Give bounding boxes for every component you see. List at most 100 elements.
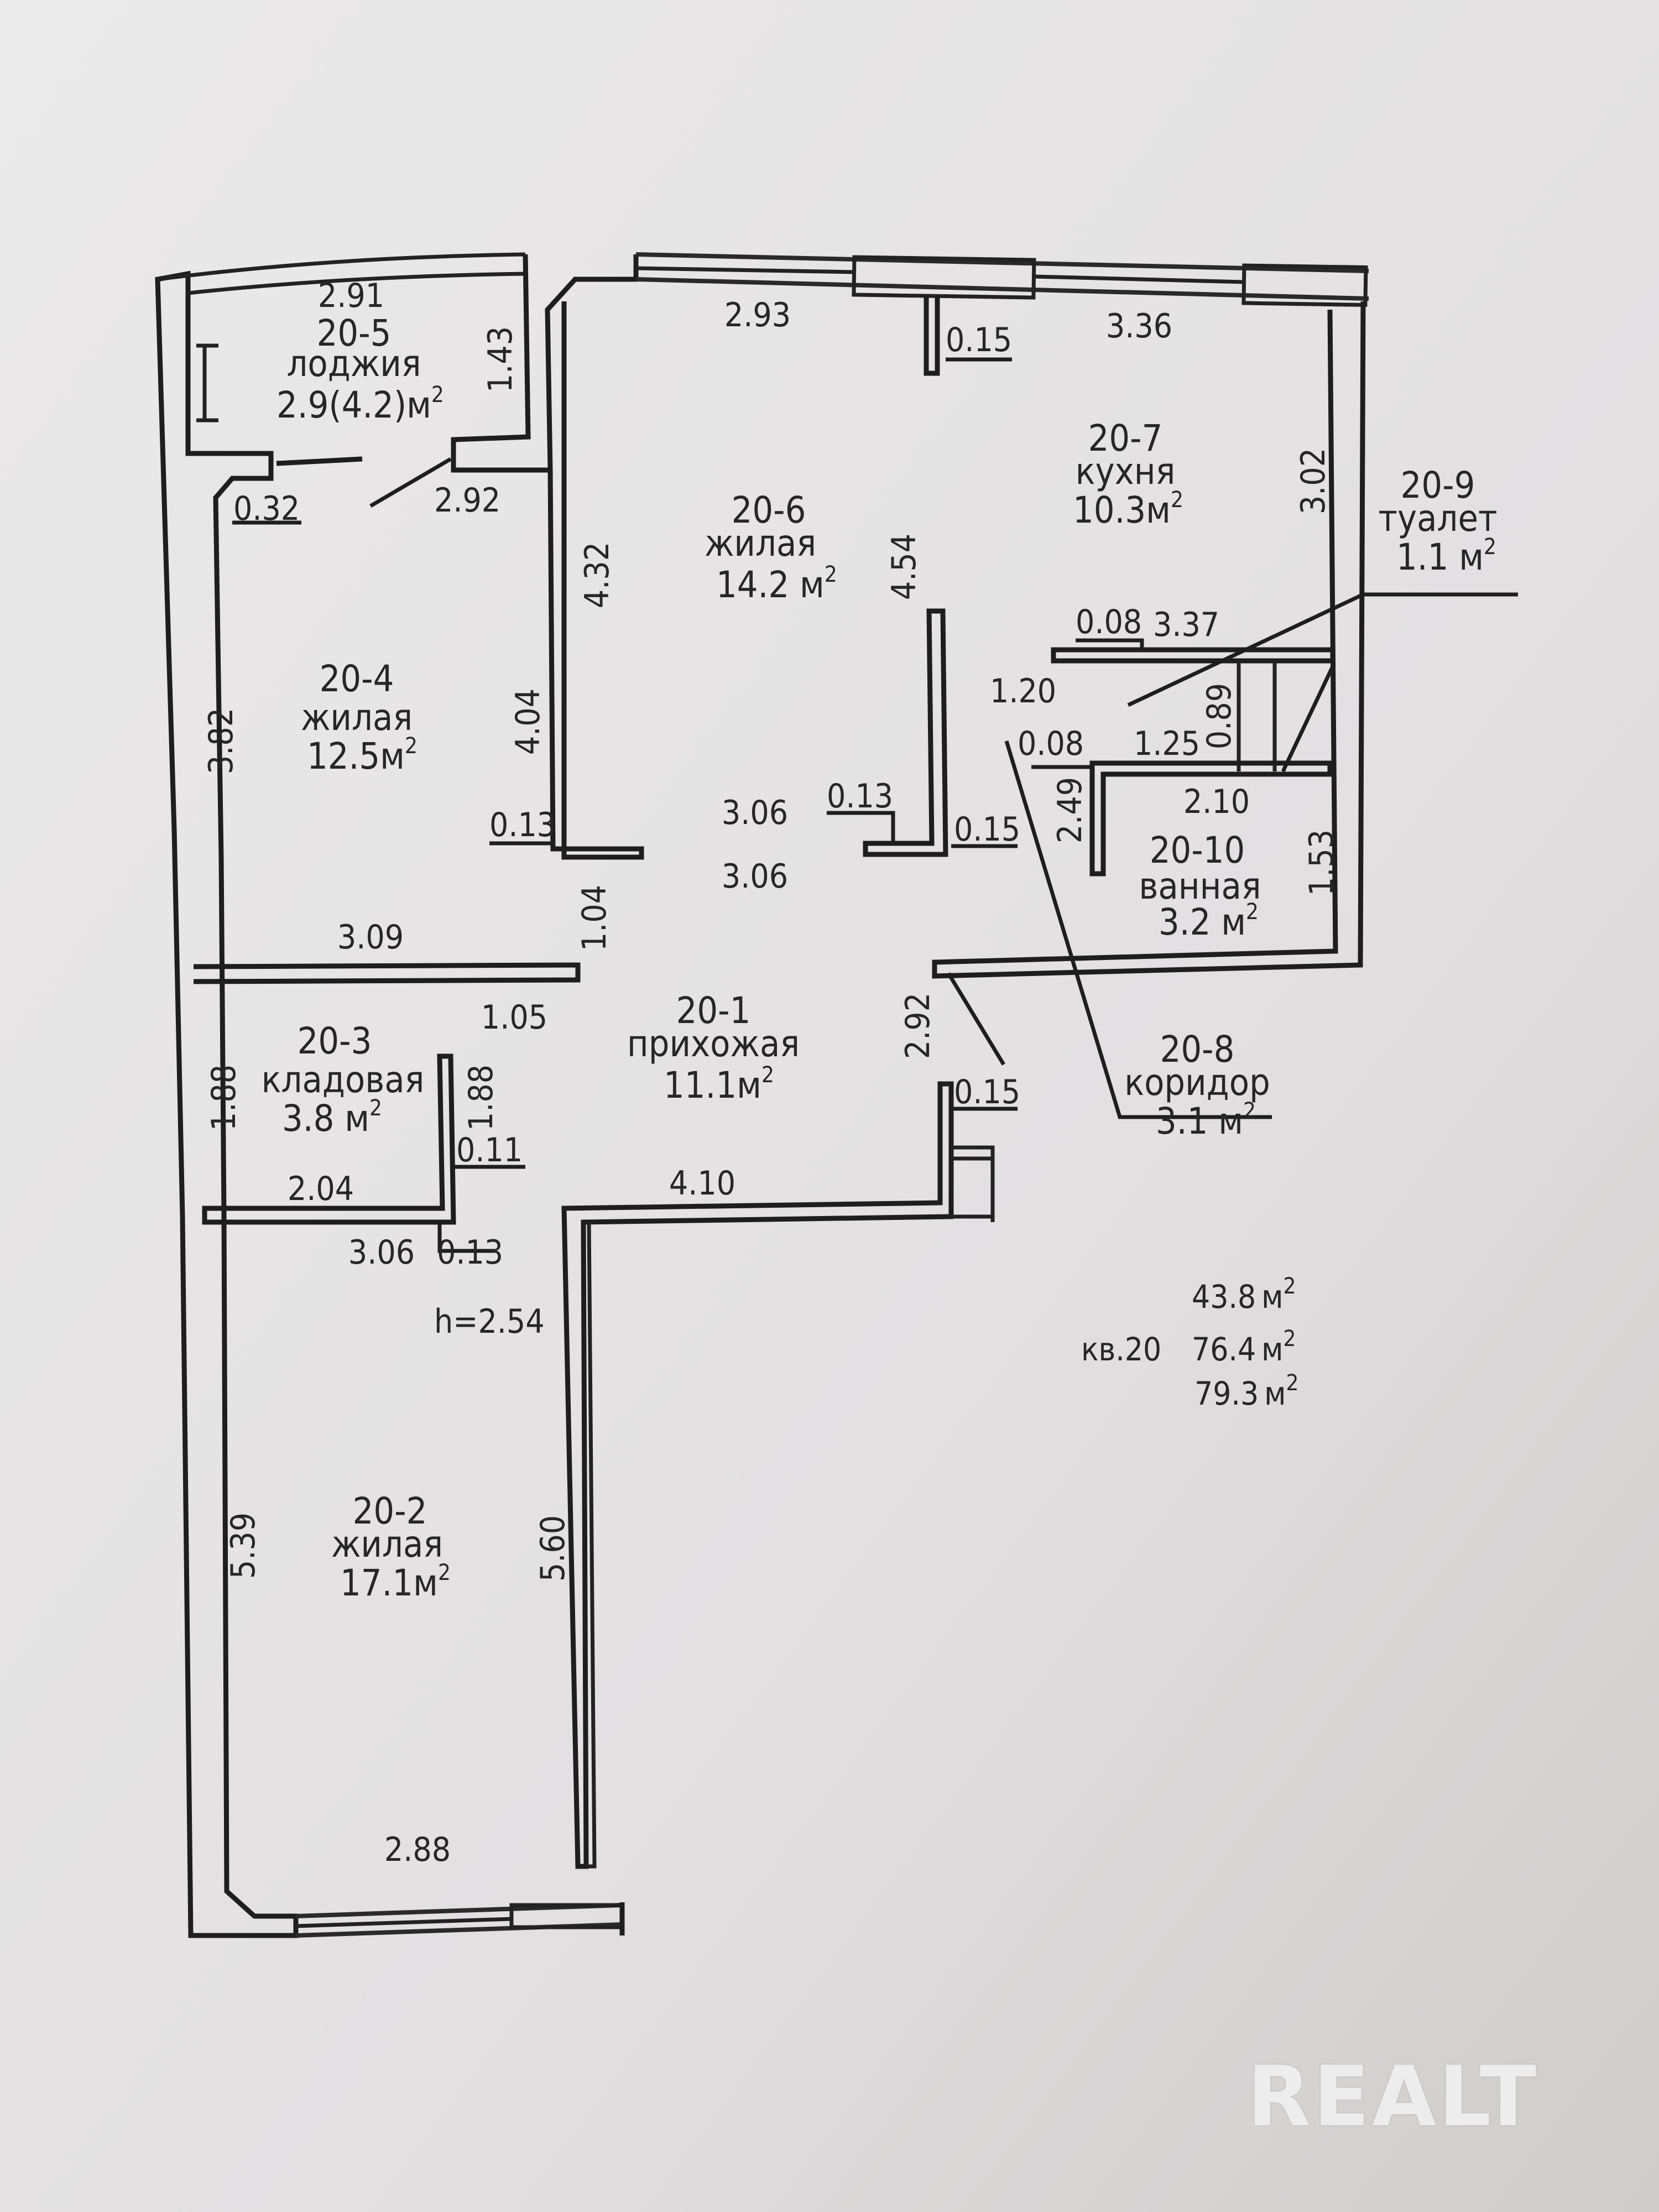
- dim-hall-105: 1.05: [481, 998, 547, 1037]
- top-wall-outer: [635, 252, 1369, 273]
- dim-loggia-door: 2.92: [434, 481, 500, 520]
- room-area-value: 11.1м: [664, 1064, 761, 1107]
- underline-013-b: [827, 811, 895, 843]
- storage-right-wall: [202, 1053, 456, 1225]
- bottom-window: [295, 1917, 512, 1928]
- dim-hall-306-a: 3.06: [722, 794, 788, 832]
- loggia-i-marker: [196, 343, 218, 422]
- dim-wc-width: 1.25: [1134, 724, 1200, 763]
- room-area-sup: 2: [405, 733, 418, 759]
- wc-bath-wall: [1089, 760, 1333, 877]
- dim-wall-015-a: 0.15: [954, 810, 1020, 849]
- room-area-value: 3.1 м: [1156, 1100, 1243, 1142]
- room-area-sup: 2: [1246, 899, 1259, 925]
- room-area: 14.2 м2: [716, 562, 837, 606]
- total-sup: 2: [1284, 1274, 1296, 1299]
- dim-hall-104: 1.04: [575, 885, 614, 951]
- dim-loggia-width: 2.91: [318, 276, 384, 315]
- room-area-sup: 2: [369, 1095, 382, 1121]
- room-name: жилая: [301, 696, 413, 739]
- room-area-sup: 2: [431, 382, 444, 408]
- right-wall-outer: [932, 301, 1366, 979]
- wc-leader: [1127, 592, 1518, 707]
- total-value: 76.4: [1192, 1331, 1256, 1368]
- total-value: 43.8: [1192, 1278, 1256, 1316]
- dim-storage-right: 1.88: [462, 1065, 500, 1131]
- dim-hall-bottom: 4.10: [669, 1164, 735, 1203]
- top-window-2: [1034, 274, 1245, 284]
- loggia-inner-wall: [187, 272, 526, 295]
- outer-wall-left: [155, 270, 299, 1938]
- dimension-underlines: [232, 357, 1144, 1253]
- room-area-value: 3.2 м: [1159, 901, 1246, 943]
- dim-living2-right: 5.60: [534, 1515, 572, 1582]
- top-wall-pier-1: [852, 255, 1036, 300]
- dim-wc-top-wall: 0.08: [1076, 603, 1142, 641]
- living6-left-wall: [547, 301, 644, 860]
- room-area-sup: 2: [825, 562, 837, 587]
- dim-wc-top: 3.37: [1153, 606, 1219, 644]
- dim-living6-left: 4.32: [578, 542, 617, 608]
- dim-wall-013-a: 0.13: [489, 806, 556, 844]
- room-id: 20-4: [320, 658, 394, 700]
- room-name: кухня: [1076, 450, 1176, 493]
- room-area-value: 2.9(4.2)м: [276, 384, 431, 426]
- room-name: ванная: [1139, 865, 1261, 907]
- room-area: 11.1м2: [664, 1062, 774, 1107]
- central-partition: [863, 608, 948, 857]
- room-id: 20-1: [676, 989, 751, 1032]
- room-name: коридор: [1124, 1061, 1270, 1104]
- room-area-sup: 2: [761, 1062, 774, 1088]
- room-area-value: 3.8 м: [282, 1097, 369, 1140]
- total-sup: 2: [1284, 1326, 1296, 1352]
- dim-corr-120: 1.20: [990, 672, 1056, 711]
- dim-living4-left: 3.82: [202, 708, 241, 774]
- room-area: 2.9(4.2)м2: [276, 382, 444, 426]
- room-id: 20-2: [353, 1490, 427, 1532]
- room-area-value: 14.2 м: [716, 564, 825, 606]
- room-name: кладовая: [262, 1058, 425, 1101]
- door-frame-right: [951, 1145, 995, 1222]
- room-area: 3.1 м2: [1156, 1098, 1256, 1142]
- dim-wall-015-b: 0.15: [954, 1073, 1020, 1112]
- kitchen-wc-wall: [1051, 647, 1335, 664]
- room-name: жилая: [331, 1523, 443, 1566]
- dim-loggia-wall: 0.32: [233, 489, 300, 528]
- corridor-leader: [1004, 740, 1272, 1119]
- dim-loggia-depth: 1.43: [481, 326, 520, 393]
- room-id: 20-5: [317, 312, 392, 354]
- dim-wall-013-b: 0.13: [827, 777, 893, 816]
- total-unit: м: [1264, 1375, 1286, 1412]
- dim-living6-right: 4.54: [885, 534, 924, 600]
- walls: [155, 252, 1369, 1938]
- room-id: 20-6: [732, 489, 806, 531]
- dim-living6-top: 2.93: [724, 296, 791, 335]
- dim-bath-depth: 1.53: [1302, 830, 1341, 896]
- dim-kitchen-top: 3.36: [1106, 307, 1172, 346]
- room-area-sup: 2: [1484, 534, 1496, 560]
- loggia-door-swing: [369, 457, 452, 508]
- room-labels: 20-5 лоджия 2.9(4.2)м2 20-6 жилая 14.2 м…: [262, 312, 1498, 1604]
- wc-box: [1237, 661, 1277, 771]
- apartment-number: кв.20: [1081, 1331, 1161, 1368]
- room-name: жилая: [705, 522, 816, 565]
- dim-hall-306-b: 3.06: [722, 857, 788, 896]
- wc-door-swing: [1281, 665, 1335, 773]
- room-area: 10.3м2: [1073, 487, 1183, 531]
- room-id: 20-7: [1088, 417, 1163, 460]
- dim-storage-wall: 0.11: [456, 1131, 523, 1170]
- total-sup: 2: [1286, 1370, 1299, 1396]
- total-unit: м: [1261, 1331, 1283, 1368]
- dim-wall-013-c: 0.13: [437, 1233, 503, 1272]
- dim-living2-top: 3.06: [348, 1233, 415, 1272]
- room-area-sup: 2: [1243, 1098, 1256, 1124]
- realt-watermark-logo: REALT: [1247, 2049, 1539, 2145]
- room-area-value: 17.1м: [340, 1562, 438, 1604]
- living4-bottom-wall: [193, 962, 581, 984]
- dim-wc-depth: 0.89: [1200, 683, 1239, 749]
- dim-bath-width: 2.10: [1183, 782, 1250, 821]
- room-area-value: 1.1 м: [1396, 536, 1484, 578]
